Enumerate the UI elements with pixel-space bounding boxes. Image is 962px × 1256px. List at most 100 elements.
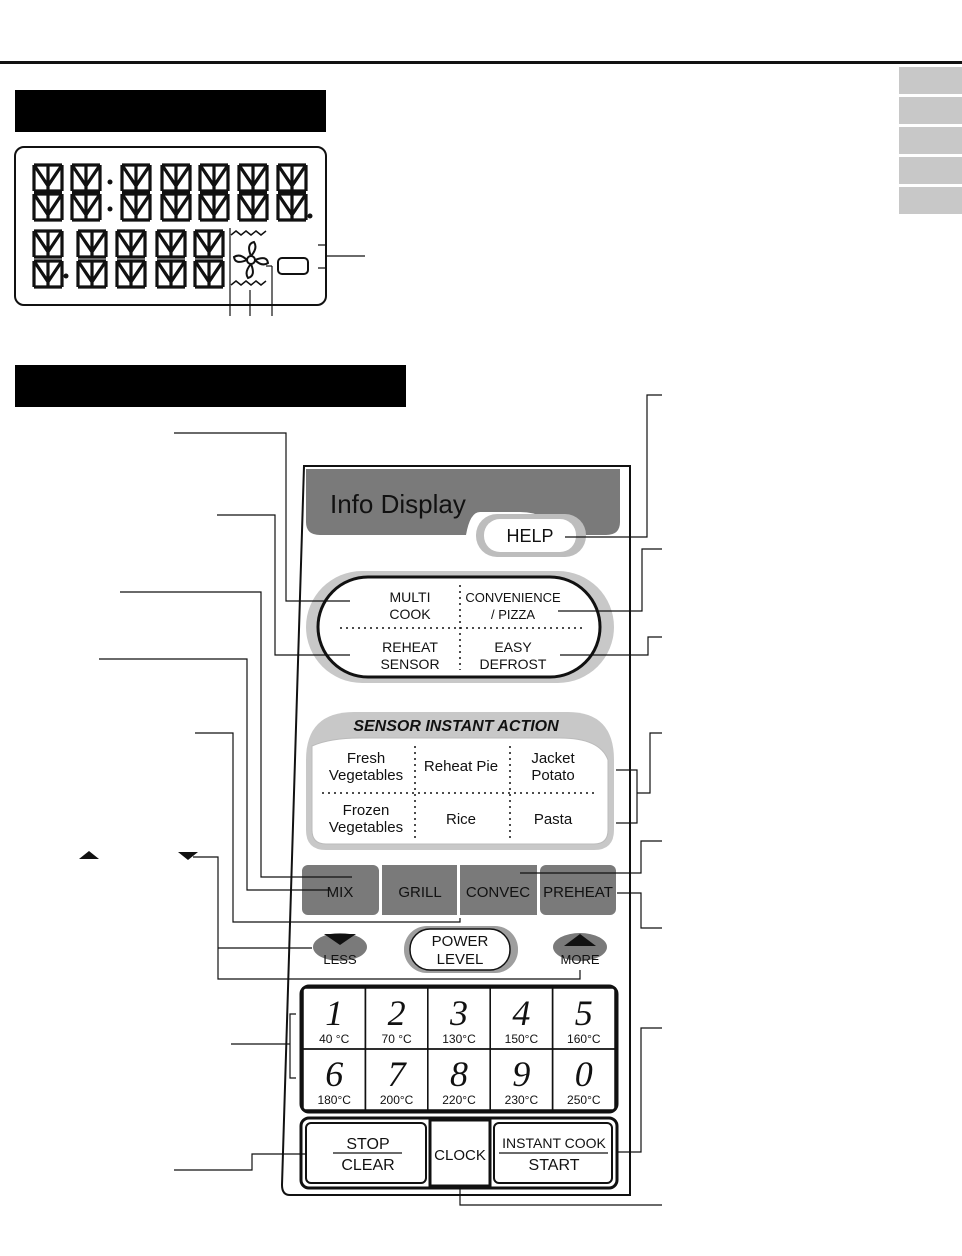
instant-cook-start-button[interactable]: INSTANT COOK START <box>493 1122 613 1184</box>
lcd-digit <box>193 229 225 259</box>
easy-defrost-button[interactable]: EASY DEFROST <box>480 639 547 672</box>
grill-label: GRILL <box>398 884 441 901</box>
key-number: 2 <box>388 993 406 1033</box>
top-rule <box>0 61 962 64</box>
frozen-label-1: Frozen <box>343 802 390 819</box>
lcd-digit <box>32 192 64 222</box>
reheat-pie-button[interactable]: Reheat Pie <box>424 758 498 775</box>
key-number: 0 <box>575 1054 593 1094</box>
side-tab-2 <box>899 97 962 124</box>
lcd-digit <box>198 192 230 222</box>
pasta-button[interactable]: Pasta <box>534 811 573 828</box>
clear-label: CLEAR <box>341 1157 394 1174</box>
key-temperature: 200°C <box>380 1093 414 1107</box>
reheat-label-2: SENSOR <box>380 656 439 672</box>
fresh-vegetables-button[interactable]: Fresh Vegetables <box>329 750 403 784</box>
reheat-pie-label: Reheat Pie <box>424 758 498 775</box>
key-number: 7 <box>388 1054 408 1094</box>
section-header-display <box>15 90 326 132</box>
mix-label: MIX <box>327 884 354 901</box>
lcd-digit <box>276 192 308 222</box>
fresh-label-2: Vegetables <box>329 767 403 784</box>
help-label: HELP <box>506 526 553 546</box>
stop-clear-button[interactable]: STOP CLEAR <box>305 1122 427 1184</box>
lcd-digit <box>237 192 269 222</box>
key-number: 6 <box>325 1054 343 1094</box>
pasta-label: Pasta <box>534 811 573 828</box>
key-number: 9 <box>512 1054 530 1094</box>
lcd-digit <box>160 192 192 222</box>
power-label-2: LEVEL <box>437 951 484 968</box>
key-number: 1 <box>325 993 343 1033</box>
lcd-digit <box>276 163 308 193</box>
multi-cook-label-2: COOK <box>389 606 431 622</box>
more-label: MORE <box>561 952 600 967</box>
multi-cook-button[interactable]: MULTI COOK <box>389 589 431 622</box>
stop-label: STOP <box>346 1136 389 1153</box>
reheat-label-1: REHEAT <box>382 639 438 655</box>
side-tab-5 <box>899 187 962 214</box>
lcd-dot <box>107 179 113 185</box>
lcd-digit <box>70 192 102 222</box>
side-tab-4 <box>899 157 962 184</box>
frozen-label-2: Vegetables <box>329 819 403 836</box>
key-number: 4 <box>512 993 530 1033</box>
convenience-pizza-button[interactable]: CONVENIENCE / PIZZA <box>465 590 561 622</box>
key-temperature: 40 °C <box>319 1032 349 1046</box>
lcd-digit <box>76 229 108 259</box>
lcd-digit <box>120 192 152 222</box>
lcd-dot <box>107 206 113 212</box>
small-down-arrow-icon <box>178 852 198 860</box>
lcd-digit <box>115 259 147 289</box>
convenience-label-2: / PIZZA <box>491 607 535 622</box>
key-temperature: 230°C <box>505 1093 539 1107</box>
jacket-potato-button[interactable]: Jacket Potato <box>531 750 575 784</box>
lcd-digit <box>155 259 187 289</box>
start-label: START <box>529 1157 580 1174</box>
key-number: 5 <box>575 993 593 1033</box>
jacket-label-1: Jacket <box>531 750 575 767</box>
left-leader-lines <box>99 432 581 1171</box>
lcd-digit <box>76 259 108 289</box>
lcd-dot <box>307 213 313 219</box>
less-button[interactable]: LESS <box>313 933 367 967</box>
lcd-digit <box>155 229 187 259</box>
power-level-button[interactable]: POWER LEVEL <box>404 926 518 973</box>
defrost-label-2: DEFROST <box>480 656 547 672</box>
defrost-label-1: EASY <box>494 639 532 655</box>
up-arrow-icon <box>564 934 596 946</box>
clock-button[interactable]: CLOCK <box>428 1118 492 1188</box>
grill-button[interactable]: GRILL <box>382 865 457 915</box>
key-temperature: 250°C <box>567 1093 601 1107</box>
preheat-button[interactable]: PREHEAT <box>540 865 616 915</box>
clock-label: CLOCK <box>434 1147 486 1164</box>
reheat-sensor-button[interactable]: REHEAT SENSOR <box>380 639 439 672</box>
key-temperature: 220°C <box>442 1093 476 1107</box>
help-button[interactable]: HELP <box>476 514 586 557</box>
power-label-1: POWER <box>432 933 489 950</box>
lcd-digit <box>198 163 230 193</box>
more-button[interactable]: MORE <box>553 933 607 967</box>
down-arrow-icon <box>324 934 356 945</box>
key-temperature: 150°C <box>505 1032 539 1046</box>
sensor-instant-action-box: SENSOR INSTANT ACTION <box>306 712 614 850</box>
key-temperature: 70 °C <box>382 1032 412 1046</box>
side-tab-1 <box>899 67 962 94</box>
lcd-leader-lines <box>229 228 365 316</box>
rice-button[interactable]: Rice <box>446 811 476 828</box>
multi-cook-label-1: MULTI <box>390 589 431 605</box>
frozen-vegetables-button[interactable]: Frozen Vegetables <box>329 802 403 836</box>
right-leader-lines <box>459 394 662 1206</box>
lcd-digit <box>237 163 269 193</box>
preheat-label: PREHEAT <box>543 884 613 901</box>
lcd-digit <box>32 163 64 193</box>
lcd-digit <box>193 259 225 289</box>
lcd-digit <box>115 229 147 259</box>
